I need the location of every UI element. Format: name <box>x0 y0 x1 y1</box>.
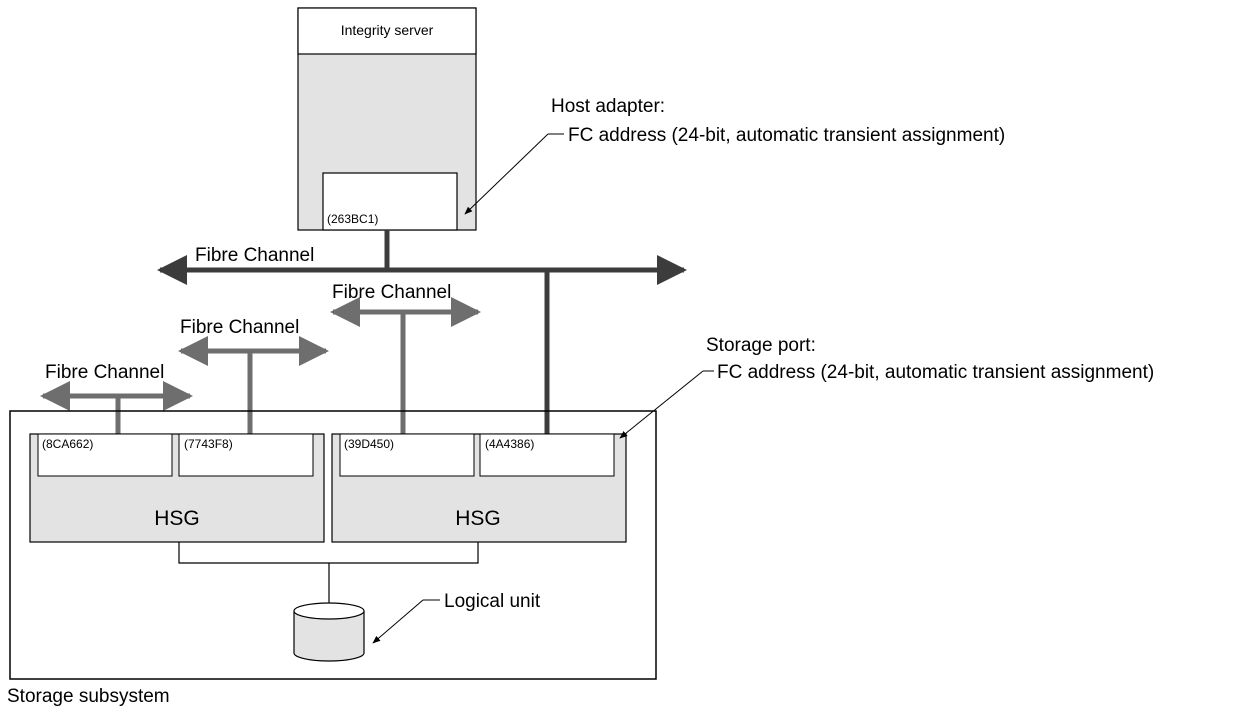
port-address: (7743F8) <box>184 437 233 451</box>
fibre-channel-fourth: Fibre Channel <box>40 362 193 434</box>
host-adapter-callout-title: Host adapter: <box>551 96 665 117</box>
fibre-channel-second-label: Fibre Channel <box>332 282 451 303</box>
storage-port <box>37 433 173 477</box>
server-title: Integrity server <box>341 22 434 38</box>
hsg-controller-2: (39D450) (4A4386) HSG <box>331 433 627 543</box>
logical-unit-cylinder <box>293 602 365 662</box>
host-adapter-address: (263BC1) <box>327 212 378 226</box>
hsg-label: HSG <box>154 507 200 530</box>
storage-port <box>479 433 615 477</box>
storage-port-callout-detail: FC address (24-bit, automatic transient … <box>717 362 1154 383</box>
storage-subsystem-label: Storage subsystem <box>7 686 170 707</box>
storage-port-callout: Storage port: FC address (24-bit, automa… <box>619 335 1154 439</box>
storage-port <box>178 433 314 477</box>
logical-unit-label: Logical unit <box>444 591 541 612</box>
port-address: (4A4386) <box>485 437 534 451</box>
controller-interconnect <box>178 542 479 604</box>
host-adapter-callout: Host adapter: FC address (24-bit, automa… <box>464 96 1005 215</box>
fibre-channel-third: Fibre Channel <box>178 317 329 434</box>
host-adapter-callout-detail: FC address (24-bit, automatic transient … <box>568 125 1005 146</box>
storage-subsystem-box <box>9 410 657 680</box>
fibre-channel-second: Fibre Channel <box>330 282 481 434</box>
port-address: (39D450) <box>344 437 394 451</box>
main-fibre-channel: Fibre Channel <box>157 230 687 434</box>
storage-port-callout-title: Storage port: <box>706 335 816 356</box>
fibre-channel-third-label: Fibre Channel <box>180 317 299 338</box>
port-address: (8CA662) <box>42 437 93 451</box>
hsg-controller-1: (8CA662) (7743F8) HSG <box>29 433 325 543</box>
host-adapter <box>322 172 458 231</box>
logical-unit-callout: Logical unit <box>372 591 541 644</box>
fibre-channel-fourth-label: Fibre Channel <box>45 362 164 383</box>
storage-port <box>339 433 475 477</box>
hsg-label: HSG <box>455 507 501 530</box>
main-fibre-channel-label: Fibre Channel <box>195 245 314 266</box>
integrity-server: Integrity server (263BC1) <box>297 7 477 231</box>
